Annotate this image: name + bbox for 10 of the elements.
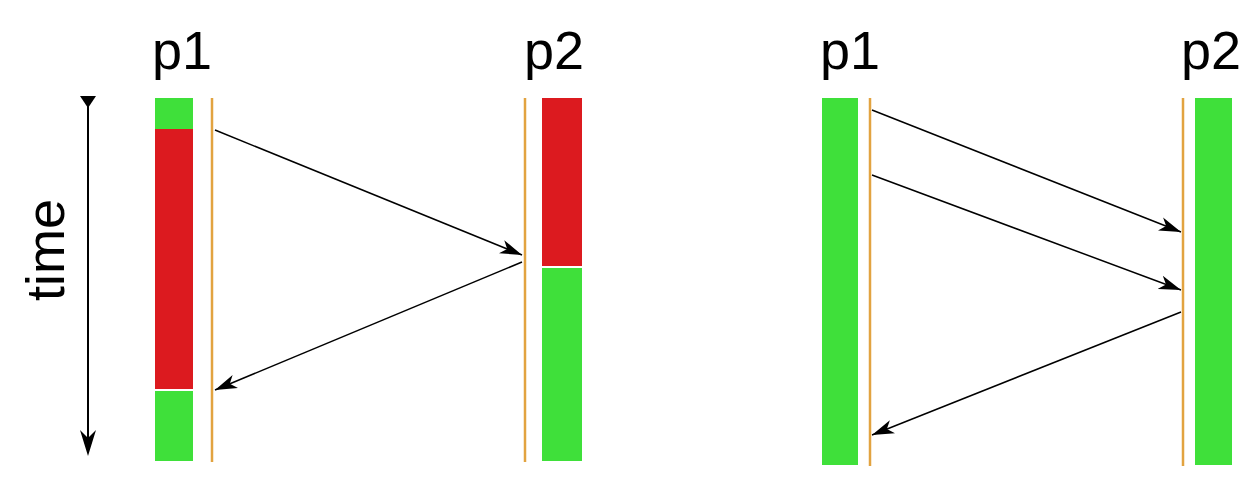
- axis-label: time: [15, 199, 75, 301]
- process-label: p1: [820, 19, 881, 82]
- process-label: p1: [152, 19, 213, 82]
- message-arrow: [214, 129, 523, 256]
- message-arrow: [871, 311, 1182, 436]
- process-label: p2: [1181, 19, 1242, 82]
- message-arrow: [214, 261, 523, 391]
- process-label: p2: [524, 19, 585, 82]
- message-arrow: [871, 109, 1182, 233]
- message-arrow: [871, 174, 1182, 291]
